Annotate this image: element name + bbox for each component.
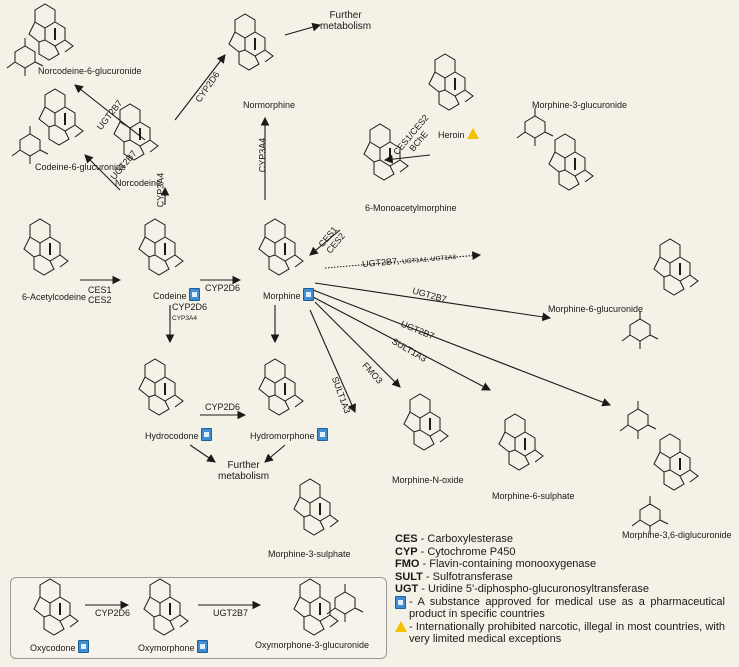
label-morphine-3-6-diglucuronide: Morphine-3,6-diglucuronide [622, 530, 732, 540]
medicine-bottle-icon [196, 640, 208, 653]
enzyme-ugt2b7: UGT2B7 [213, 608, 249, 618]
label-norcodeine: Norcodeine [115, 178, 162, 188]
label-morphine-6-glucuronide: Morphine-6-glucuronide [548, 304, 644, 314]
legend: CES - Carboxylesterase CYP - Cytochrome … [395, 533, 725, 646]
enzyme-cyp2d6: CYP2D6 [205, 402, 241, 412]
label-6-monoacetylmorphine: 6-Monoacetylmorphine [365, 203, 457, 213]
label-hydrocodone: Hydrocodone [145, 428, 212, 442]
legend-item: SULT - Sulfotransferase [395, 570, 513, 583]
medicine-bottle-icon [302, 288, 314, 301]
legend-item: FMO - Flavin-containing monooxygenase [395, 558, 597, 570]
label-morphine-3-glucuronide: Morphine-3-glucuronide [532, 100, 628, 110]
label-oxymorphone: Oxymorphone [138, 640, 208, 654]
label-oxymorphone-3-glucuronide: Oxymorphone-3-glucuronide [255, 640, 370, 650]
label-codeine-6-glucuronide: Codeine-6-glucuronide [35, 162, 127, 172]
warning-triangle-icon [395, 620, 407, 632]
medicine-bottle-icon [188, 288, 200, 301]
legend-item-prohibited: - Internationally prohibited narcotic, i… [395, 620, 725, 646]
label-morphine: Morphine [263, 288, 314, 302]
reaction-arrows [74, 22, 612, 610]
enzyme-cyp3a4: CYP3A4 [155, 172, 166, 208]
medicine-bottle-icon [77, 640, 89, 653]
enzyme-cyp3a4: CYP3A4 [257, 137, 268, 173]
medicine-bottle-icon [200, 428, 212, 441]
legend-item: CYP - Cytochrome P450 [395, 545, 516, 558]
medicine-bottle-icon [395, 595, 406, 609]
label-morphine-n-oxide: Morphine-N-oxide [392, 475, 464, 485]
label-codeine: Codeine [153, 288, 200, 302]
enzyme-cyp2d6: CYP2D6 [205, 283, 241, 293]
label-6-acetylcodeine: 6-Acetylcodeine [22, 292, 87, 302]
label-norcodeine-6-glucuronide: Norcodeine-6-glucuronide [38, 66, 142, 76]
medicine-bottle-icon [316, 428, 328, 441]
enzyme-cyp2d6: CYP2D6 [95, 608, 131, 618]
legend-item-medical: - A substance approved for medical use a… [395, 595, 725, 621]
label-normorphine: Normorphine [243, 100, 296, 110]
label-morphine-6-sulphate: Morphine-6-sulphate [492, 491, 575, 501]
label-heroin: Heroin [438, 128, 479, 141]
warning-triangle-icon [466, 128, 479, 139]
legend-item: UGT - Uridine 5'-diphospho-glucuronosylt… [395, 583, 650, 595]
label-morphine-3-sulphate: Morphine-3-sulphate [268, 549, 351, 559]
label-hydromorphone: Hydromorphone [250, 428, 328, 442]
legend-item: CES - Carboxylesterase [395, 533, 513, 545]
label-oxycodone: Oxycodone [30, 640, 89, 654]
